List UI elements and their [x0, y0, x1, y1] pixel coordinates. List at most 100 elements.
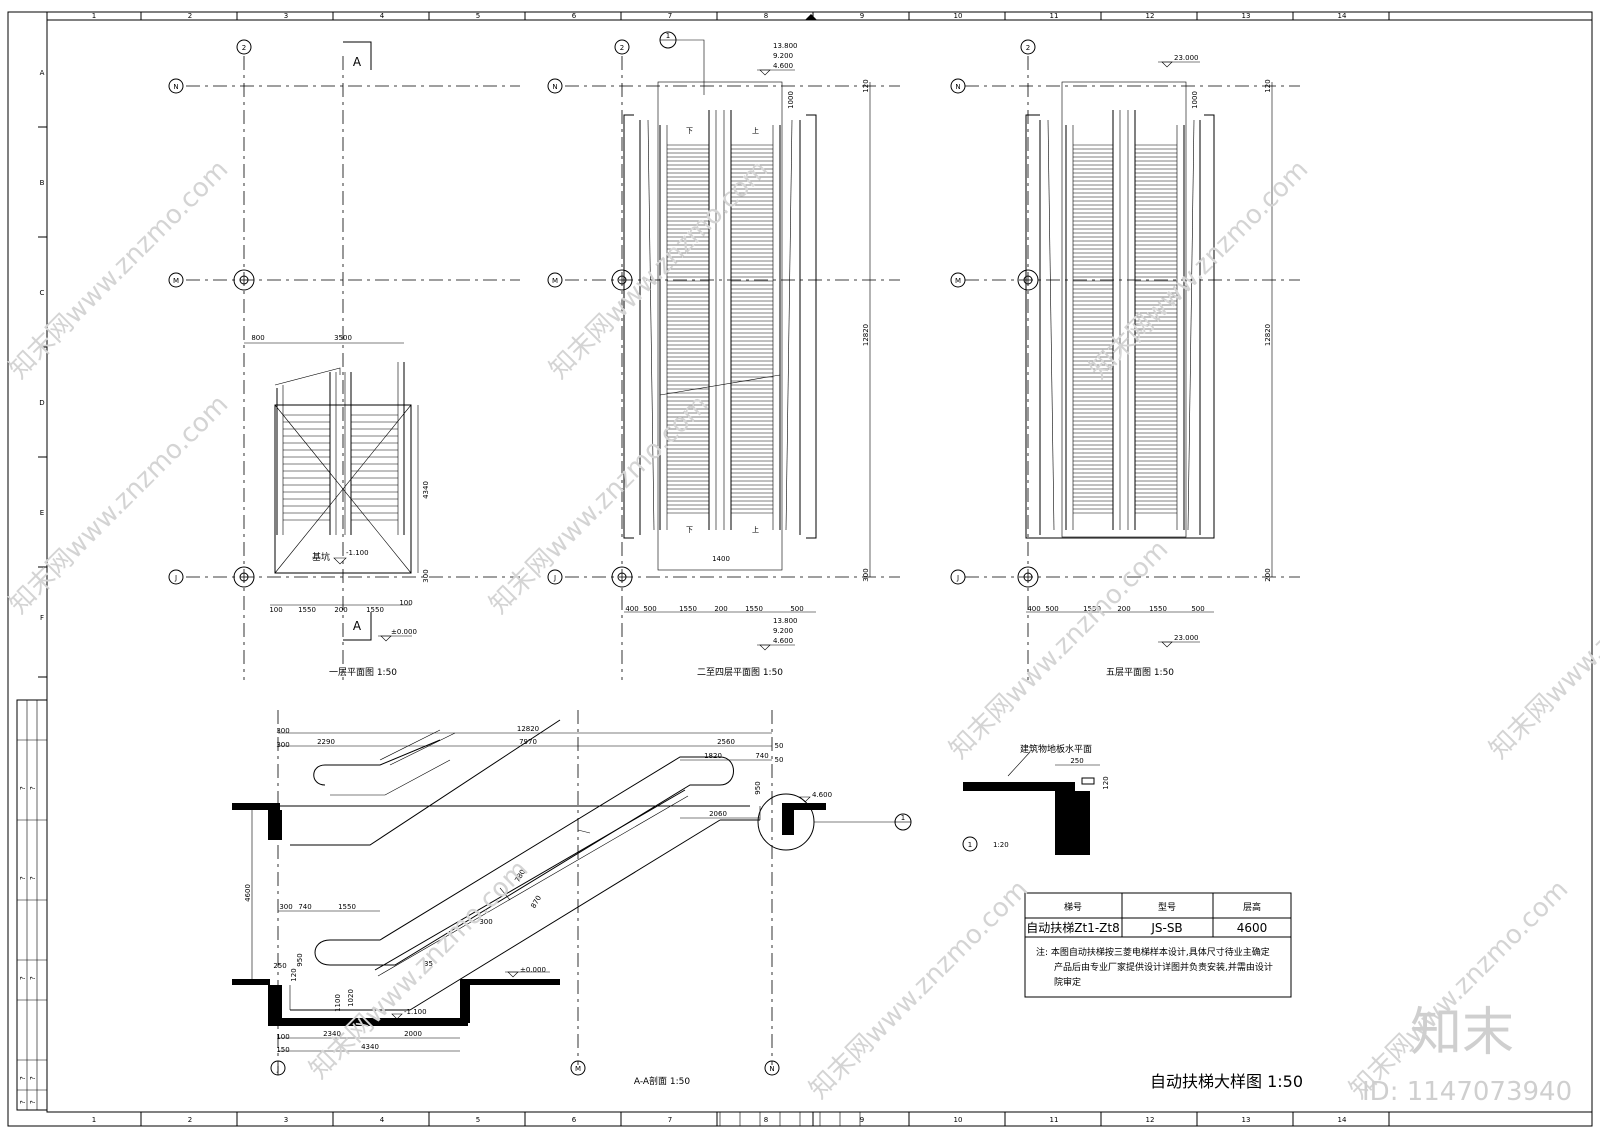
floor1-plan: A A 800 3500 4340 300 100 1550 200 1550 …	[244, 41, 430, 678]
axis-bubble-J-1: J	[168, 569, 184, 585]
row-letter: D	[39, 399, 44, 407]
watermark-text: 知末网www.znzmo.com	[4, 154, 235, 385]
col-num: 13	[1242, 1116, 1251, 1124]
dir-up: 上	[752, 525, 759, 534]
tb-label: ?	[29, 976, 37, 980]
col-num: 11	[1050, 1116, 1059, 1124]
watermark-id: ID: 1147073940	[1362, 1077, 1572, 1107]
column-circle	[611, 566, 633, 588]
dim: 1550	[679, 605, 697, 613]
north-arrow-icon	[805, 14, 817, 20]
dim: 4340	[422, 481, 430, 499]
svg-text:2: 2	[1026, 44, 1030, 52]
column-circle	[233, 566, 255, 588]
tb-label: ?	[29, 876, 37, 880]
col-num: 8	[764, 12, 768, 20]
dim: 50	[775, 742, 784, 750]
dim: 500	[790, 605, 803, 613]
svg-text:J: J	[553, 574, 556, 582]
axis-bubble-M-3: M	[950, 272, 966, 288]
dir-up: 上	[752, 126, 759, 135]
col-num: 10	[954, 12, 963, 20]
note-line: 产品后由专业厂家提供设计详图并负责安装,并需由设计	[1054, 961, 1273, 973]
col-num: 14	[1338, 12, 1347, 20]
dim: 500	[643, 605, 656, 613]
dim: 12820	[1264, 324, 1272, 346]
col-num: 2	[188, 1116, 192, 1124]
watermarks: 知末网www.znzmo.com 知末网www.znzmo.com 知末网www…	[4, 154, 1600, 1107]
axis-bubble-N-1: N	[168, 78, 184, 94]
axis-bubble-J-2: J	[547, 569, 563, 585]
column-circle	[1017, 269, 1039, 291]
svg-text:J: J	[276, 1065, 279, 1073]
col-num: 3	[284, 12, 288, 20]
col-num: 9	[860, 1116, 864, 1124]
detail-ref: 1	[968, 841, 972, 849]
section-axis-N: N	[764, 1060, 780, 1076]
dim: 300	[276, 741, 289, 749]
axis-bubble-M-1: M	[168, 272, 184, 288]
level: 23.000	[1174, 634, 1199, 642]
sheet-frame: 1 2 3 4 5 6 7 8 9 10 11 12 13 14 1 2 3 4…	[7, 11, 1593, 1127]
watermark-text: 知末网www.znzmo.com	[1484, 534, 1600, 765]
watermark-text: 知末网www.znzmo.com	[304, 854, 535, 1085]
col-num: 11	[1050, 12, 1059, 20]
angle: 35	[424, 960, 433, 968]
level-pit: -1.100	[404, 1008, 427, 1016]
detail-1-20: 建筑物地板水平面 250 120 1 1:20	[962, 743, 1110, 855]
tb-label: ?	[19, 1100, 27, 1104]
level: 13.800	[773, 617, 798, 625]
floor5-treads	[1073, 144, 1177, 514]
dim: 4340	[361, 1043, 379, 1051]
section-axis-J: J	[270, 1060, 286, 1076]
col-num: 2	[188, 12, 192, 20]
axis-bubble-2-3: 2	[1020, 39, 1036, 55]
dim: 300	[862, 568, 870, 581]
row-letters: A B C D E F	[38, 69, 47, 678]
watermark-text: 知末网www.znzmo.com	[804, 874, 1035, 1105]
table-header: 层高	[1243, 901, 1261, 913]
dim: 100	[276, 1033, 289, 1041]
detail-scale: 1:20	[993, 841, 1009, 849]
pit-label: 基坑	[312, 551, 330, 563]
dir-down: 下	[686, 127, 693, 135]
dim: 200	[714, 605, 727, 613]
dim: 950	[296, 953, 304, 966]
svg-text:M: M	[552, 277, 558, 285]
dim: 1550	[298, 606, 316, 614]
col-num: 12	[1146, 12, 1155, 20]
col-num: 4	[380, 1116, 385, 1124]
section-caption: A-A剖面 1:50	[634, 1075, 691, 1087]
svg-text:M: M	[955, 277, 961, 285]
tb-label: ?	[19, 876, 27, 880]
dim: 400	[1027, 605, 1040, 613]
dim: 200	[334, 606, 347, 614]
watermark-logo: 知末	[1410, 1003, 1514, 1063]
dim: 500	[1191, 605, 1204, 613]
axis-bubble-N-3: N	[950, 78, 966, 94]
col-num: 8	[764, 1116, 768, 1124]
dim: 1400	[712, 555, 730, 563]
tb-label: ?	[19, 976, 27, 980]
dim: 120	[1264, 79, 1272, 92]
bottom-title-strip	[719, 1112, 861, 1126]
svg-text:N: N	[955, 83, 960, 91]
level: 13.800	[773, 42, 798, 50]
sheet-title: 自动扶梯大样图 1:50	[1150, 1072, 1303, 1091]
dim: 2060	[709, 810, 727, 818]
column-numbers-top: 1 2 3 4 5 6 7 8 9 10 11 12 13 14	[92, 12, 1347, 20]
watermark-text: 知末网www.znzmo.com	[1084, 154, 1315, 385]
svg-text:J: J	[174, 574, 177, 582]
dim: 300	[279, 903, 292, 911]
svg-text:M: M	[575, 1065, 581, 1073]
pit-level: -1.100	[346, 549, 369, 557]
section-mark-top: A	[353, 55, 362, 69]
dim: 2340	[323, 1030, 341, 1038]
dim: 740	[298, 903, 311, 911]
section-mark-bottom: A	[353, 619, 362, 633]
row-letter: F	[40, 614, 44, 622]
column-numbers-bottom: 1 2 3 4 5 6 7 8 9 10 11 12 13 14	[92, 1116, 1347, 1124]
table-header: 梯号	[1064, 901, 1082, 913]
floor1-treads	[283, 414, 398, 521]
level: 4.600	[773, 62, 793, 70]
